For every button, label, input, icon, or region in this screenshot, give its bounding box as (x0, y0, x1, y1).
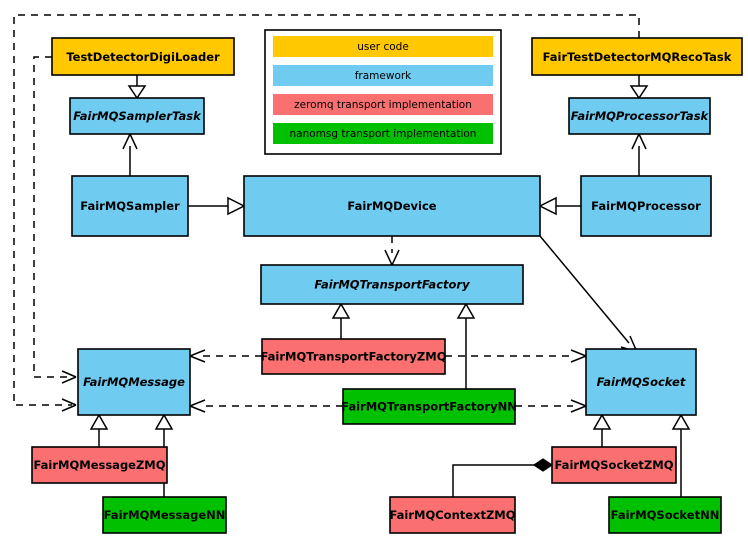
node-fairmqtransportfactory[interactable]: FairMQTransportFactory (260, 264, 524, 305)
node-label: FairTestDetectorMQRecoTask (543, 50, 732, 64)
node-label: FairMQTransportFactoryZMQ (260, 350, 446, 364)
node-label: FairMQContextZMQ (389, 508, 515, 522)
legend-item-user-code: user code (273, 36, 493, 57)
node-fairmqtransportfactorynn[interactable]: FairMQTransportFactoryNN (341, 388, 517, 425)
node-fairmqmessagezmq[interactable]: FairMQMessageZMQ (31, 446, 168, 484)
node-fairmqmessagenn[interactable]: FairMQMessageNN (102, 496, 227, 534)
edge-socketzmq-to-contextzmq (452, 458, 554, 497)
edge-processor-to-processortask (631, 133, 647, 176)
node-label: FairMQSamplerTask (73, 109, 202, 123)
edge-messagezmq-to-message (89, 413, 109, 447)
legend-label-user-code: user code (357, 41, 409, 53)
edge-sampler-to-samplertask (122, 133, 138, 176)
edge-transportfactoryzmq-to-message (189, 349, 262, 363)
legend-label-zeromq: zeromq transport implementation (294, 99, 472, 111)
node-fairmqdevice[interactable]: FairMQDevice (243, 175, 541, 237)
edge-digiloader-to-message (33, 56, 77, 384)
legend-swatch-framework (273, 65, 493, 86)
node-fairmqsamplertask[interactable]: FairMQSamplerTask (69, 97, 205, 135)
node-label: FairMQSocketZMQ (555, 458, 674, 472)
legend-label-nanomsg: nanomsg transport implementation (290, 128, 477, 140)
node-fairmqsocket[interactable]: FairMQSocket (585, 348, 697, 416)
edge-processortask-to-recotask (629, 75, 649, 100)
legend-swatch-user-code (273, 36, 493, 57)
node-label: FairMQSampler (80, 199, 180, 213)
node-fairmqprocessor[interactable]: FairMQProcessor (580, 175, 712, 237)
legend-item-framework: framework (273, 65, 493, 86)
legend-swatch-nanomsg (273, 123, 493, 144)
node-testdetectordigiloader[interactable]: TestDetectorDigiLoader (51, 37, 235, 76)
legend-item-nanomsg: nanomsg transport implementation (273, 123, 493, 144)
node-fairmqprocessortask[interactable]: FairMQProcessorTask (568, 97, 711, 135)
legend: user code framework zeromq transport imp… (264, 29, 502, 155)
node-fairtestdetectormqrecotask[interactable]: FairTestDetectorMQRecoTask (531, 37, 743, 76)
node-label: FairMQMessageZMQ (33, 458, 165, 472)
node-label: FairMQSocket (597, 375, 686, 389)
node-label: FairMQProcessor (591, 199, 701, 213)
edge-device-to-transportfactory (384, 236, 400, 266)
edge-sampler-to-device (188, 196, 246, 216)
node-label: FairMQSocketNN (611, 508, 720, 522)
legend-label-framework: framework (355, 70, 412, 82)
node-label: FairMQMessage (83, 375, 185, 389)
legend-swatch-zeromq (273, 94, 493, 115)
legend-item-zeromq: zeromq transport implementation (273, 94, 493, 115)
node-label: FairMQMessageNN (104, 508, 226, 522)
node-label: FairMQTransportFactory (314, 278, 470, 292)
edge-socketzmq-to-socket (592, 413, 612, 447)
node-fairmqsocketnn[interactable]: FairMQSocketNN (608, 496, 722, 534)
node-fairmqsocketzmq[interactable]: FairMQSocketZMQ (551, 446, 677, 484)
edge-transportfactoryzmq-to-socket (445, 349, 587, 363)
node-label: FairMQTransportFactoryNN (341, 400, 517, 414)
edge-device-to-socket (539, 235, 638, 353)
node-label: FairMQProcessorTask (571, 109, 710, 123)
edge-recotask-to-message (13, 14, 640, 412)
edge-transportfactoryzmq-to-transportfactory (331, 302, 351, 339)
node-fairmqcontextzmq[interactable]: FairMQContextZMQ (389, 496, 516, 534)
edge-processor-to-device (538, 196, 581, 216)
node-fairmqmessage[interactable]: FairMQMessage (77, 348, 191, 416)
edge-transportfactorynn-to-socket (515, 399, 587, 413)
edge-transportfactorynn-to-message (189, 399, 343, 413)
node-label: TestDetectorDigiLoader (66, 50, 220, 64)
node-fairmqsampler[interactable]: FairMQSampler (71, 175, 189, 237)
edge-transportfactorynn-to-transportfactory (456, 302, 476, 389)
edge-samplertask-to-digiloader (127, 75, 147, 100)
node-fairmqtransportfactoryzmq[interactable]: FairMQTransportFactoryZMQ (260, 338, 447, 375)
node-label: FairMQDevice (347, 199, 436, 213)
edge-socketnn-to-socket (671, 413, 691, 497)
